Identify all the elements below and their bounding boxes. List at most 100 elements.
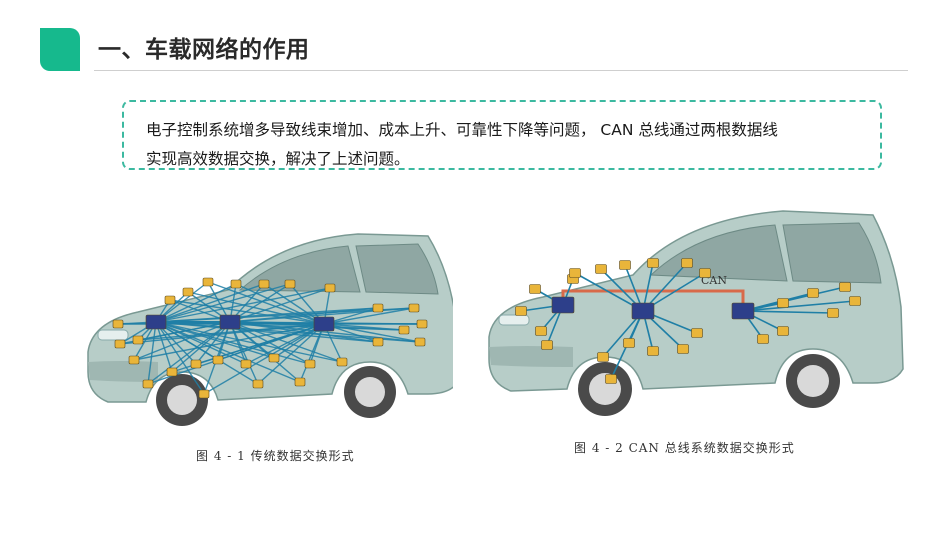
figure-caption-can: 图 4 - 2 CAN 总线系统数据交换形式 xyxy=(574,441,795,455)
sensor-node xyxy=(647,346,659,356)
sensor-node xyxy=(128,355,140,365)
sensor-node xyxy=(258,279,270,289)
sensor-node xyxy=(408,303,420,313)
wire xyxy=(235,283,325,325)
sensor-node xyxy=(240,359,252,369)
sensor-node xyxy=(535,326,547,336)
control-units-and-sensors xyxy=(112,277,428,399)
wire xyxy=(574,272,644,312)
sensor-node xyxy=(398,325,410,335)
sensor-node xyxy=(827,308,839,318)
wire xyxy=(229,321,259,385)
control-unit xyxy=(145,314,167,330)
summary-callout: 电子控制系统增多导致线束增加、成本上升、可靠性下降等问题， CAN 总线通过两根… xyxy=(122,100,882,170)
wire xyxy=(742,300,856,312)
wire xyxy=(155,283,291,323)
wire xyxy=(147,321,157,385)
sensor-node xyxy=(304,359,316,369)
sensor-node xyxy=(190,359,202,369)
sensor-node xyxy=(677,344,689,354)
sensor-node xyxy=(623,338,635,348)
sensor-node xyxy=(597,352,609,362)
wire xyxy=(133,321,231,361)
sensor-node xyxy=(198,389,210,399)
sensor-node xyxy=(849,296,861,306)
wire xyxy=(155,287,331,323)
sensor-node xyxy=(164,295,176,305)
wire xyxy=(155,283,237,323)
control-unit xyxy=(219,314,241,330)
sensor-node xyxy=(132,335,144,345)
control-units-and-sensors xyxy=(515,258,861,384)
title-accent-block xyxy=(40,28,80,71)
sensor-node xyxy=(372,337,384,347)
control-unit xyxy=(631,302,655,320)
wire xyxy=(155,321,311,365)
sensor-node xyxy=(294,377,306,387)
sensor-node xyxy=(777,326,789,336)
callout-line-1: 电子控制系统增多导致线束增加、成本上升、可靠性下降等问题， CAN 总线通过两根… xyxy=(146,121,778,139)
wire xyxy=(742,310,834,314)
wire xyxy=(155,321,301,383)
sensor-node xyxy=(166,367,178,377)
wire xyxy=(323,307,415,325)
sensor-node xyxy=(142,379,154,389)
wire xyxy=(155,321,173,373)
sensor-node xyxy=(605,374,617,384)
car-body-illustration xyxy=(488,210,904,416)
control-unit xyxy=(551,296,575,314)
figure-can-bus-wiring: CAN xyxy=(488,210,904,416)
slide-title: 一、车载网络的作用 xyxy=(98,37,310,63)
sensor-node xyxy=(699,268,711,278)
sensor-node xyxy=(372,303,384,313)
wire xyxy=(229,321,379,343)
sensor-node xyxy=(681,258,693,268)
wire xyxy=(299,323,325,383)
sensor-node xyxy=(839,282,851,292)
wire xyxy=(147,321,231,385)
wire xyxy=(229,321,421,343)
wire xyxy=(187,291,325,325)
wire xyxy=(203,323,325,395)
callout-line-2: 实现高效数据交换，解决了上述问题。 xyxy=(146,150,410,168)
wire xyxy=(171,321,231,373)
sensor-node xyxy=(416,319,428,329)
sensor-node xyxy=(324,283,336,293)
control-unit xyxy=(313,316,335,332)
wire xyxy=(229,321,301,383)
sensor-node xyxy=(182,287,194,297)
sensor-node xyxy=(212,355,224,365)
wire xyxy=(229,307,415,323)
sensor-node xyxy=(336,357,348,367)
sensor-node xyxy=(284,279,296,289)
sensor-node xyxy=(807,288,819,298)
sensor-node xyxy=(202,277,214,287)
title-divider xyxy=(94,70,908,71)
sensor-node xyxy=(268,353,280,363)
wire xyxy=(155,321,205,395)
sensor-node xyxy=(619,260,631,270)
sensor-node xyxy=(647,258,659,268)
wire xyxy=(155,283,265,323)
sensor-node xyxy=(541,340,553,350)
sensor-node xyxy=(569,268,581,278)
sensor-node xyxy=(230,279,242,289)
wire xyxy=(229,321,325,325)
wire xyxy=(323,323,421,343)
sensor-node xyxy=(112,319,124,329)
sensor-node xyxy=(529,284,541,294)
control-unit xyxy=(731,302,755,320)
wire xyxy=(323,323,405,331)
wire xyxy=(147,323,325,385)
sensor-node xyxy=(114,339,126,349)
wire xyxy=(155,321,259,385)
sensor-node xyxy=(414,337,426,347)
figure-traditional-wiring xyxy=(87,233,453,426)
sensor-node xyxy=(691,328,703,338)
wire xyxy=(742,286,846,312)
wire xyxy=(155,307,415,323)
sensor-node xyxy=(595,264,607,274)
sensor-node xyxy=(515,306,527,316)
sensor-node xyxy=(757,334,769,344)
sensor-node xyxy=(252,379,264,389)
